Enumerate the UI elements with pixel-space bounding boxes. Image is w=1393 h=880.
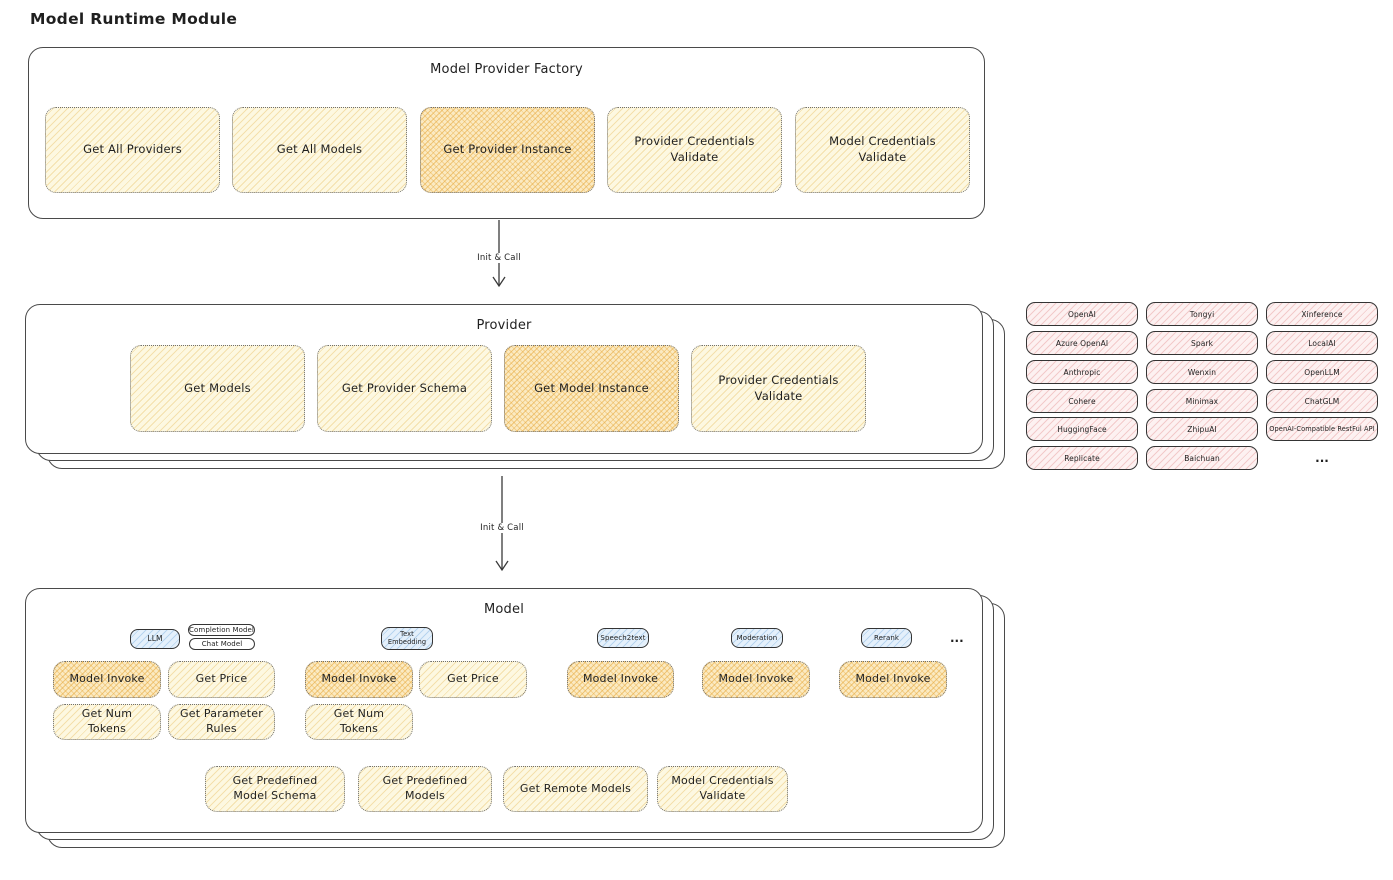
get-remote-models-button[interactable]: Get Remote Models <box>503 766 648 812</box>
factory-button-label: Get Provider Instance <box>443 142 572 157</box>
provider-chip-localai[interactable]: LocalAI <box>1266 331 1378 355</box>
factory-button-label: Provider Credentials Validate <box>634 134 755 164</box>
model-credentials-validate-button[interactable]: Model Credentials Validate <box>657 766 788 812</box>
get-predefined-model-schema-button[interactable]: Get Predefined Model Schema <box>205 766 345 812</box>
provider-chip-openai[interactable]: OpenAI <box>1026 302 1138 326</box>
model-tabs-more-ellipsis: ... <box>950 631 964 645</box>
provider-chip-xinference[interactable]: Xinference <box>1266 302 1378 326</box>
provider-chip-openllm[interactable]: OpenLLM <box>1266 360 1378 384</box>
provider-chip-huggingface[interactable]: HuggingFace <box>1026 417 1138 441</box>
provider-button-provider-credentials-validate[interactable]: Provider Credentials Validate <box>691 345 866 432</box>
provider-button-label: Provider Credentials Validate <box>718 372 839 403</box>
arrow-label-init-call: Init & Call <box>476 523 528 533</box>
provider-button-label: Get Model Instance <box>534 380 649 395</box>
moderation-model-invoke-button[interactable]: Model Invoke <box>702 661 810 698</box>
button-label: Get Remote Models <box>519 781 632 795</box>
provider-chip-zhipuai[interactable]: ZhipuAI <box>1146 417 1258 441</box>
model-title: Model <box>483 602 525 617</box>
button-label: Model Invoke <box>69 672 145 686</box>
arrow-label-init-call: Init & Call <box>473 253 525 263</box>
provider-button-label: Get Provider Schema <box>341 380 468 395</box>
rerank-model-invoke-button[interactable]: Model Invoke <box>839 661 947 698</box>
provider-chip-replicate[interactable]: Replicate <box>1026 446 1138 470</box>
provider-chip-azure-openai[interactable]: Azure OpenAI <box>1026 331 1138 355</box>
factory-title: Model Provider Factory <box>430 62 583 77</box>
factory-button-get-all-models[interactable]: Get All Models <box>232 107 407 193</box>
tab-rerank[interactable]: Rerank <box>861 628 912 648</box>
tab-text-embedding[interactable]: Text Embedding <box>381 627 433 650</box>
tab-llm[interactable]: LLM <box>130 629 180 649</box>
provider-title: Provider <box>476 318 532 333</box>
factory-button-provider-credentials-validate[interactable]: Provider Credentials Validate <box>607 107 782 193</box>
embedding-get-price-button[interactable]: Get Price <box>419 661 527 698</box>
button-label: Get Num Tokens <box>81 707 133 735</box>
tab-moderation[interactable]: Moderation <box>731 628 783 648</box>
llm-get-price-button[interactable]: Get Price <box>168 661 275 698</box>
providers-more-ellipsis: ... <box>1315 451 1329 465</box>
provider-chip-chatglm[interactable]: ChatGLM <box>1266 389 1378 413</box>
button-label: Model Invoke <box>855 672 931 686</box>
provider-chip-minimax[interactable]: Minimax <box>1146 389 1258 413</box>
button-label: Model Credentials Validate <box>671 774 774 802</box>
get-predefined-models-button[interactable]: Get Predefined Models <box>358 766 492 812</box>
button-label: Model Invoke <box>718 672 794 686</box>
button-label: Get Price <box>195 672 248 686</box>
button-label: Get Parameter Rules <box>180 707 263 735</box>
factory-button-model-credentials-validate[interactable]: Model Credentials Validate <box>795 107 970 193</box>
button-label: Model Invoke <box>582 672 659 686</box>
factory-button-get-provider-instance[interactable]: Get Provider Instance <box>420 107 595 193</box>
embedding-model-invoke-button[interactable]: Model Invoke <box>305 661 413 698</box>
llm-get-parameter-rules-button[interactable]: Get Parameter Rules <box>168 704 275 740</box>
button-label: Get Num Tokens <box>333 707 385 735</box>
factory-button-get-all-providers[interactable]: Get All Providers <box>45 107 220 193</box>
provider-button-label: Get Models <box>184 380 251 395</box>
speech2text-model-invoke-button[interactable]: Model Invoke <box>567 661 674 698</box>
button-label: Get Price <box>447 672 499 686</box>
llm-get-num-tokens-button[interactable]: Get Num Tokens <box>53 704 161 740</box>
provider-button-get-provider-schema[interactable]: Get Provider Schema <box>317 345 492 432</box>
provider-chip-openai-compatible-restful-api[interactable]: OpenAI-Compatible RestFul API <box>1266 417 1378 441</box>
provider-chip-spark[interactable]: Spark <box>1146 331 1258 355</box>
tab-completion-model[interactable]: Completion Model <box>188 624 255 636</box>
button-label: Get Predefined Model Schema <box>232 774 318 802</box>
tab-chat-model[interactable]: Chat Model <box>189 638 255 650</box>
page-title: Model Runtime Module <box>30 10 238 28</box>
button-label: Get Predefined Models <box>382 774 468 802</box>
factory-button-label: Model Credentials Validate <box>829 134 936 164</box>
embedding-get-num-tokens-button[interactable]: Get Num Tokens <box>305 704 413 740</box>
provider-chip-cohere[interactable]: Cohere <box>1026 389 1138 413</box>
provider-chip-anthropic[interactable]: Anthropic <box>1026 360 1138 384</box>
provider-button-get-model-instance[interactable]: Get Model Instance <box>504 345 679 432</box>
provider-button-get-models[interactable]: Get Models <box>130 345 305 432</box>
tab-speech2text[interactable]: Speech2text <box>597 628 649 648</box>
provider-chip-wenxin[interactable]: Wenxin <box>1146 360 1258 384</box>
button-label: Model Invoke <box>321 672 397 686</box>
provider-chip-tongyi[interactable]: Tongyi <box>1146 302 1258 326</box>
factory-button-label: Get All Models <box>276 142 363 157</box>
factory-button-label: Get All Providers <box>83 142 182 157</box>
llm-model-invoke-button[interactable]: Model Invoke <box>53 661 161 698</box>
provider-chip-baichuan[interactable]: Baichuan <box>1146 446 1258 470</box>
